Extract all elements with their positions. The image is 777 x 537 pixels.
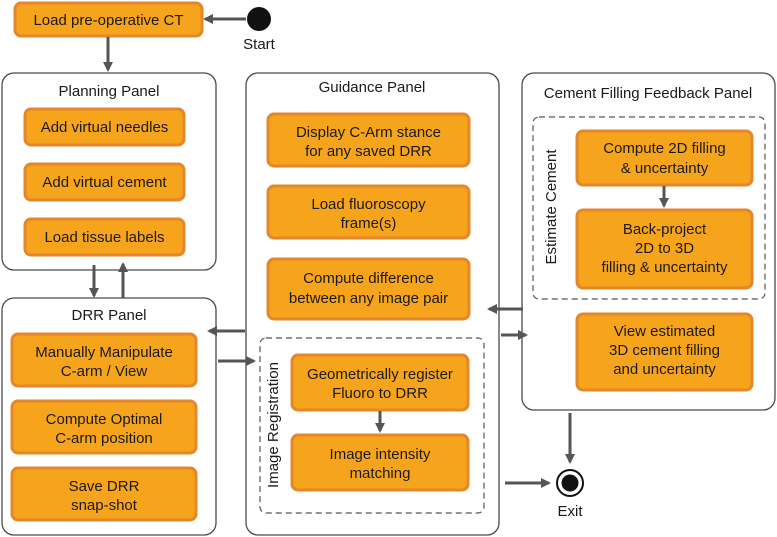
manually-manipulate-text-line1: Manually Manipulate: [35, 344, 173, 361]
compute-difference-text-line2: between any image pair: [289, 290, 448, 307]
back-project-node: [575, 208, 754, 290]
compute-2d-filling-text-line1: Compute 2D filling: [603, 140, 726, 157]
load-fluoroscopy-node: [266, 184, 471, 240]
exit-label: Exit: [557, 503, 583, 520]
intensity-matching-node: [290, 433, 470, 492]
compute-difference-node: [266, 257, 471, 321]
back-project-text-line3: filling & uncertainty: [602, 259, 728, 276]
add-virtual-cement-text: Add virtual cement: [42, 174, 167, 191]
compute-optimal-text-line2: C-arm position: [55, 430, 153, 447]
compute-difference-text-line1: Compute difference: [303, 270, 434, 287]
save-drr-text-line2: snap-shot: [71, 497, 138, 514]
planning-panel-title: Planning Panel: [59, 83, 160, 100]
display-c-arm-text-line1: Display C-Arm stance: [296, 124, 441, 141]
back-project-text-line1: Back-project: [623, 221, 707, 238]
manually-manipulate-node: [10, 332, 198, 388]
estimate-cement-label: Estimate Cement: [543, 149, 560, 265]
compute-optimal-text-line1: Compute Optimal: [46, 411, 163, 428]
estimate-cement-group: [532, 116, 766, 300]
view-estimated-text-line1: View estimated: [614, 323, 715, 340]
view-estimated-text-line2: 3D cement filling: [609, 342, 720, 359]
load-ct-node: [13, 1, 204, 38]
add-virtual-cement-node: [23, 162, 186, 202]
display-c-arm-text-line2: for any saved DRR: [305, 143, 432, 160]
geometric-register-text-line1: Geometrically register: [307, 366, 453, 383]
drr-panel-title: DRR Panel: [71, 307, 146, 324]
add-virtual-needles-text: Add virtual needles: [41, 119, 169, 136]
intensity-matching-text-line1: Image intensity: [330, 446, 431, 463]
geometric-register-node: [290, 353, 470, 412]
geometric-register-text-line2: Fluoro to DRR: [332, 385, 428, 402]
view-estimated-node: [575, 312, 754, 392]
manually-manipulate-text-line2: C-arm / View: [61, 363, 148, 380]
display-c-arm-node: [266, 112, 471, 168]
start-label: Start: [243, 36, 276, 53]
save-drr-node: [10, 466, 198, 522]
image-registration-label: Image Registration: [265, 362, 282, 488]
compute-optimal-node: [10, 399, 198, 455]
compute-2d-filling-text-line2: & uncertainty: [621, 160, 709, 177]
guidance-panel-title: Guidance Panel: [319, 79, 426, 96]
load-tissue-labels-node: [23, 217, 186, 257]
view-estimated-text-line3: and uncertainty: [613, 361, 716, 378]
compute-2d-filling-node: [575, 129, 754, 187]
image-registration-group: [259, 337, 485, 514]
load-fluoroscopy-text-line1: Load fluoroscopy: [311, 196, 426, 213]
start-node: [247, 7, 271, 31]
load-ct-text: Load pre-operative CT: [33, 12, 183, 29]
back-project-text-line2: 2D to 3D: [635, 240, 694, 257]
exit-node-inner: [561, 474, 579, 492]
load-tissue-labels-text: Load tissue labels: [44, 229, 164, 246]
add-virtual-needles-node: [23, 107, 186, 147]
load-fluoroscopy-text-line2: frame(s): [341, 215, 397, 232]
save-drr-text-line1: Save DRR: [69, 478, 140, 495]
intensity-matching-text-line2: matching: [350, 465, 411, 482]
cement-panel-title: Cement Filling Feedback Panel: [544, 85, 752, 102]
